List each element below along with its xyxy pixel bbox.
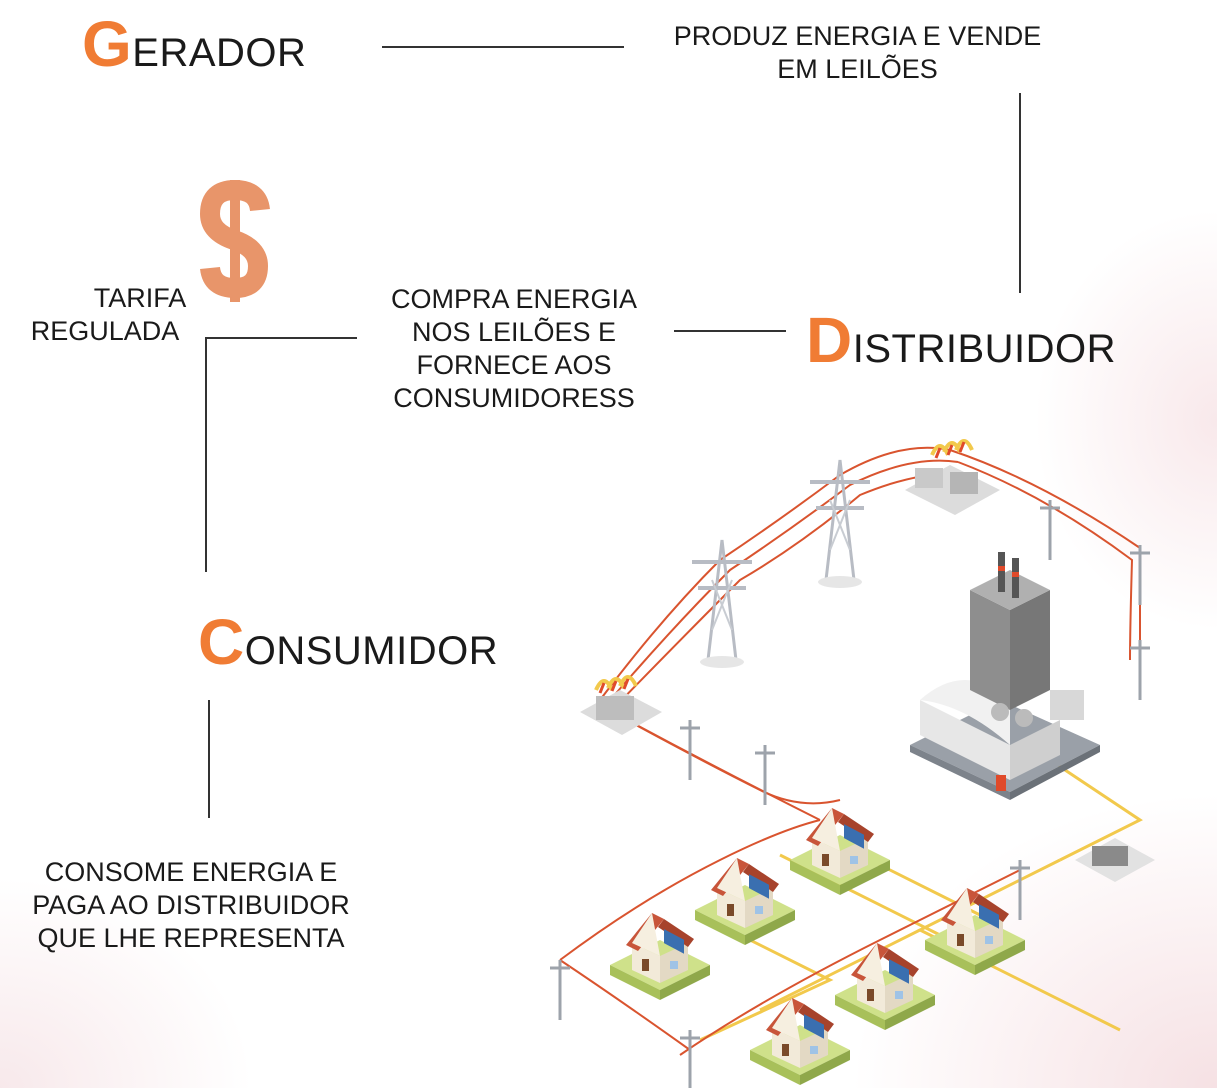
substation-left: [580, 675, 662, 735]
gerador-initial: G: [82, 8, 133, 80]
distribuidor-role-line-4: CONSUMIDORESS: [393, 383, 635, 413]
connector-consumidor-role: [208, 700, 210, 818]
connector-tarifa-vertical: [205, 337, 207, 572]
consumidor-role-line-1: CONSOME ENERGIA E: [44, 857, 338, 887]
distribuidor-role-line-1: COMPRA ENERGIA: [390, 284, 638, 314]
substation-right: [1075, 838, 1155, 882]
connector-role-distribuidor: [1019, 93, 1021, 293]
consumidor-heading: CONSUMIDOR: [198, 610, 498, 674]
tarifa-line-2: REGULADA: [30, 316, 180, 346]
consumidor-role-line-2: PAGA AO DISTRIBUIDOR: [32, 890, 350, 920]
consumidor-initial: C: [198, 606, 245, 678]
distribuidor-rest: ISTRIBUIDOR: [852, 327, 1117, 371]
substation-top: [905, 439, 1000, 515]
tarifa-line-1: TARIFA: [93, 283, 187, 313]
distribuidor-heading: DISTRIBUIDOR: [806, 308, 1116, 372]
distribuidor-initial: D: [806, 304, 853, 376]
power-plant: [910, 552, 1100, 800]
gerador-role-caption: PRODUZ ENERGIA E VENDE EM LEILÕES: [630, 20, 1085, 86]
distribuidor-role-caption: COMPRA ENERGIA NOS LEILÕES E FORNECE AOS…: [355, 283, 673, 415]
tarifa-caption: TARIFA REGULADA: [10, 282, 200, 348]
distribuidor-role-line-2: NOS LEILÕES E: [411, 317, 617, 347]
gerador-role-line-2: EM LEILÕES: [777, 54, 938, 84]
connector-role-to-distribuidor: [674, 330, 786, 332]
distribuidor-role-line-3: FORNECE AOS: [416, 350, 612, 380]
dollar-icon: [200, 176, 272, 306]
consumidor-role-line-3: QUE LHE REPRESENTA: [37, 923, 345, 953]
gerador-heading: GERADOR: [82, 12, 306, 76]
connector-tarifa-horizontal: [205, 337, 357, 339]
gerador-rest: ERADOR: [132, 31, 307, 75]
gerador-role-line-1: PRODUZ ENERGIA E VENDE: [673, 21, 1042, 51]
connector-gerador-role: [382, 46, 624, 48]
consumidor-rest: ONSUMIDOR: [244, 629, 499, 673]
consumidor-role-caption: CONSOME ENERGIA E PAGA AO DISTRIBUIDOR Q…: [0, 856, 382, 955]
